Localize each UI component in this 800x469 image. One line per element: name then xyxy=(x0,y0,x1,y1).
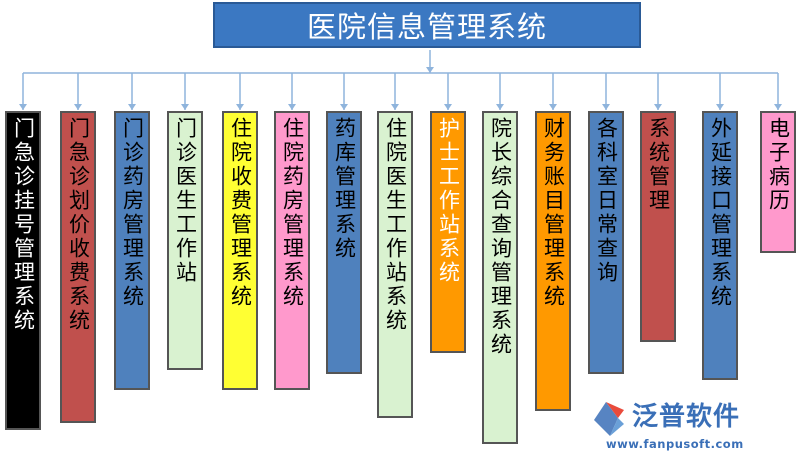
branch-arrow xyxy=(602,104,610,110)
module-label: 门诊药房管理系统 xyxy=(120,117,145,309)
module-label: 门急诊划价收费系统 xyxy=(66,117,91,333)
logo-url: www.fanpusoft.com xyxy=(606,437,744,451)
module-label: 门诊医生工作站 xyxy=(173,117,198,285)
branch-arrow xyxy=(340,104,348,110)
module-node: 门诊药房管理系统 xyxy=(114,111,150,390)
module-label: 住院药房管理系统 xyxy=(280,117,305,309)
module-label: 系统管理 xyxy=(646,117,671,213)
branch-arrow xyxy=(654,104,662,110)
module-label: 药库管理系统 xyxy=(332,117,357,261)
module-node: 各科室日常查询 xyxy=(588,111,624,374)
module-node: 护士工作站系统 xyxy=(430,111,466,353)
module-node: 外延接口管理系统 xyxy=(702,111,738,380)
branch-arrow xyxy=(716,104,724,110)
branch-arrow xyxy=(444,104,452,110)
root-node: 医院信息管理系统 xyxy=(213,2,641,48)
branch-arrow xyxy=(391,104,399,110)
module-node: 住院药房管理系统 xyxy=(274,111,310,390)
module-label: 电子病历 xyxy=(766,117,791,213)
branch-arrow xyxy=(19,104,27,110)
module-label: 门急诊挂号管理系统 xyxy=(11,117,36,333)
branch-arrow xyxy=(288,104,296,110)
fanpu-logo-icon xyxy=(594,402,624,436)
logo-name: 泛普软件 xyxy=(632,402,741,432)
module-node: 门急诊挂号管理系统 xyxy=(5,111,41,430)
module-node: 系统管理 xyxy=(640,111,676,342)
module-node: 门急诊划价收费系统 xyxy=(60,111,96,423)
module-node: 药库管理系统 xyxy=(326,111,362,374)
branch-arrow xyxy=(496,104,504,110)
branch-arrow xyxy=(74,104,82,110)
module-node: 电子病历 xyxy=(760,111,796,253)
module-label: 护士工作站系统 xyxy=(436,117,461,285)
module-node: 门诊医生工作站 xyxy=(167,111,203,370)
branch-arrow xyxy=(549,104,557,110)
root-label: 医院信息管理系统 xyxy=(306,10,547,44)
branch-arrow xyxy=(181,104,189,110)
module-label: 各科室日常查询 xyxy=(594,117,619,285)
module-node: 院长综合查询管理系统 xyxy=(482,111,518,444)
module-node: 住院医生工作站系统 xyxy=(377,111,413,418)
module-node: 住院收费管理系统 xyxy=(222,111,258,390)
module-label: 财务账目管理系统 xyxy=(541,117,566,309)
module-node: 财务账目管理系统 xyxy=(535,111,571,411)
branch-arrow xyxy=(774,104,782,110)
module-label: 住院医生工作站系统 xyxy=(383,117,408,333)
module-label: 外延接口管理系统 xyxy=(708,117,733,309)
branch-arrow xyxy=(236,104,244,110)
module-label: 院长综合查询管理系统 xyxy=(488,117,513,357)
root-arrow xyxy=(426,67,434,73)
module-label: 住院收费管理系统 xyxy=(228,117,253,309)
branch-arrow xyxy=(128,104,136,110)
